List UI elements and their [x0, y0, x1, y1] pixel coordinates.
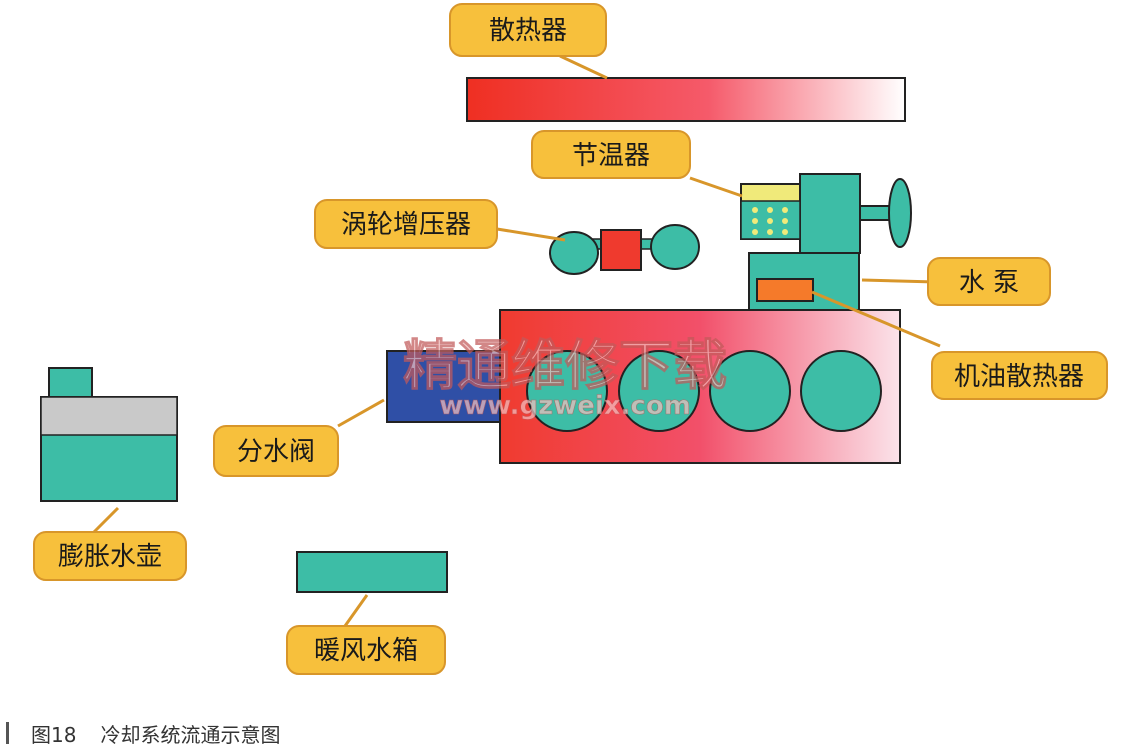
figure-caption: 图18 冷却系统流通示意图 [0, 718, 280, 748]
leader-lines [92, 54, 941, 627]
svg-text:分水阀: 分水阀 [237, 437, 315, 467]
pump-pulley [888, 178, 912, 248]
svg-text:机油散热器: 机油散热器 [954, 362, 1084, 392]
cylinder-2 [618, 350, 700, 432]
oil-cooler-block [756, 278, 814, 302]
heater-core-block [296, 551, 448, 593]
label-diverter-valve: 分水阀 [213, 425, 339, 477]
caption-title: 冷却系统流通示意图 [100, 722, 281, 747]
caption-figure-number: 图18 [31, 722, 77, 747]
thermostat-housing [799, 173, 861, 254]
label-radiator: 散热器 [449, 3, 607, 57]
watermark: 精通维修下载 www.gzweix.com [403, 334, 728, 422]
svg-text:膨胀水壶: 膨胀水壶 [58, 542, 162, 572]
expansion-tank-unit [40, 367, 178, 502]
label-heater-core: 暖风水箱 [286, 625, 446, 675]
label-oil-cooler: 机油散热器 [931, 351, 1108, 400]
diverter-valve-block [386, 350, 501, 423]
svg-text:暖风水箱: 暖风水箱 [314, 636, 418, 666]
cylinder-4 [800, 350, 882, 432]
radiator-core [466, 77, 906, 122]
cylinder-1 [526, 350, 608, 432]
thermostat-dots [752, 207, 788, 235]
cylinder-3 [709, 350, 791, 432]
label-expansion-tank: 膨胀水壶 [33, 531, 187, 581]
svg-text:散热器: 散热器 [489, 16, 567, 46]
label-water-pump: 水 泵 [927, 257, 1051, 306]
turbocharger-unit [549, 224, 700, 275]
watermark-url: www.gzweix.com [439, 391, 691, 421]
label-thermostat: 节温器 [531, 130, 691, 179]
cooling-system-diagram: 散热器 节温器 涡轮增压器 水 泵 机油散热器 分水阀 膨胀水壶 暖风水箱 [33, 3, 1108, 675]
caption-bar [6, 722, 9, 744]
label-turbocharger: 涡轮增压器 [314, 199, 498, 249]
svg-text:水 泵: 水 泵 [959, 268, 1019, 298]
watermark-title: 精通维修下载 [403, 334, 727, 397]
svg-text:节温器: 节温器 [572, 141, 650, 171]
svg-text:涡轮增压器: 涡轮增压器 [341, 210, 471, 240]
